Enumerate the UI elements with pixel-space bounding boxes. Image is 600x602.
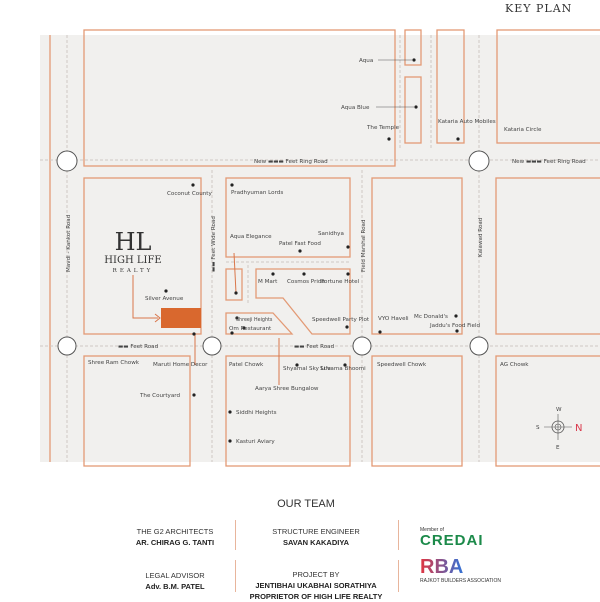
place-label: Patel Chowk bbox=[229, 362, 264, 368]
place-label: Silver Avenue bbox=[145, 296, 184, 302]
place-label: Shreeji Heights bbox=[236, 317, 273, 323]
blocks bbox=[83, 29, 600, 467]
place-label: Aqua Elegance bbox=[230, 234, 272, 240]
place-label: Siddhi Heights bbox=[236, 410, 277, 416]
place-label: Mc Donald's bbox=[414, 314, 448, 320]
svg-text:HIGH LIFE: HIGH LIFE bbox=[104, 255, 161, 266]
place-labels: Aqua Aqua Blue The Temple Kataria Auto M… bbox=[88, 58, 542, 445]
place-dots bbox=[164, 58, 460, 443]
divider bbox=[398, 520, 399, 550]
place-label: Sanidhya bbox=[318, 231, 344, 237]
svg-text:N: N bbox=[575, 423, 582, 434]
team-heading: OUR TEAM bbox=[277, 498, 335, 510]
svg-text:HL: HL bbox=[115, 228, 152, 256]
place-label: Cosmos Pride bbox=[287, 279, 325, 285]
roads bbox=[40, 35, 600, 462]
ring-road-label: New ▬▬▬ Feet Ring Road bbox=[254, 159, 328, 165]
rba-logo: RBA RAJKOT BUILDERS ASSOCIATION bbox=[420, 556, 501, 584]
place-label: Pradhyuman Lords bbox=[231, 190, 283, 196]
place-label: Aqua Blue bbox=[341, 105, 370, 111]
credai-logo: Member of CREDAI bbox=[420, 527, 484, 549]
place-label: Suvama Bhoomi bbox=[320, 366, 366, 372]
place-label: Shree Ram Chowk bbox=[88, 360, 140, 366]
place-label: Aarya Shree Bungalow bbox=[255, 386, 319, 392]
map-background bbox=[40, 35, 600, 462]
aqua-elegance-leader bbox=[233, 252, 237, 294]
place-label: Speedwell Chowk bbox=[377, 362, 427, 368]
divider bbox=[398, 560, 399, 592]
feet-road-label-2: ▬▬ Feet Road bbox=[294, 344, 335, 350]
place-label: M Mart bbox=[258, 279, 278, 285]
place-label: Kataria Auto Mobiles bbox=[438, 119, 496, 125]
place-label: Kasturi Aviary bbox=[236, 439, 275, 445]
project-site-marker bbox=[161, 308, 201, 328]
svg-text:REALTY: REALTY bbox=[113, 268, 154, 274]
svg-text:W: W bbox=[556, 407, 562, 413]
place-label: Jaddu's Food Field bbox=[429, 323, 481, 329]
place-label: Maruti Home Decor bbox=[153, 362, 208, 368]
feet-road-label-1: ▬▬ Feet Road bbox=[118, 344, 159, 350]
ring-road-label-2: New ▬▬▬ Feet Ring Road bbox=[512, 159, 586, 165]
place-label: AG Chowk bbox=[500, 362, 529, 368]
place-label: The Temple bbox=[366, 125, 400, 131]
marshal-road-label: Field Marshal Road bbox=[361, 219, 367, 272]
wide-road-label: ▬▬ Feet Wide Road bbox=[211, 216, 217, 272]
compass-icon: W E S N bbox=[536, 407, 582, 451]
junctions bbox=[56, 150, 490, 356]
place-label: Kataria Circle bbox=[504, 127, 542, 133]
place-label: Patel Fast Food bbox=[279, 241, 321, 247]
divider bbox=[235, 560, 236, 592]
key-plan-title: KEY PLAN bbox=[505, 2, 573, 15]
high-life-logo: HL HIGH LIFE REALTY bbox=[104, 228, 161, 274]
place-label: Aqua bbox=[359, 58, 373, 64]
kalawad-road-label: Kalawad Road bbox=[478, 217, 484, 257]
place-label: Coconut County bbox=[167, 191, 212, 197]
mavdi-road-label: Mavdi - Kankot Road bbox=[66, 214, 72, 272]
svg-text:E: E bbox=[556, 445, 560, 451]
place-label: Shyamal Sky Life bbox=[283, 366, 331, 372]
place-label: Om Restaurant bbox=[229, 326, 272, 332]
site-leader-line bbox=[132, 275, 158, 319]
place-label: VYO Haveli bbox=[378, 316, 409, 322]
place-label: The Courtyard bbox=[139, 393, 180, 399]
place-label: Speedwell Party Plot bbox=[312, 317, 370, 323]
divider bbox=[235, 520, 236, 550]
place-label: Fortune Hotel bbox=[321, 279, 360, 285]
key-plan-map: New ▬▬▬ Feet Ring Road New ▬▬▬ Feet Ring… bbox=[40, 29, 600, 467]
svg-text:S: S bbox=[536, 425, 540, 431]
